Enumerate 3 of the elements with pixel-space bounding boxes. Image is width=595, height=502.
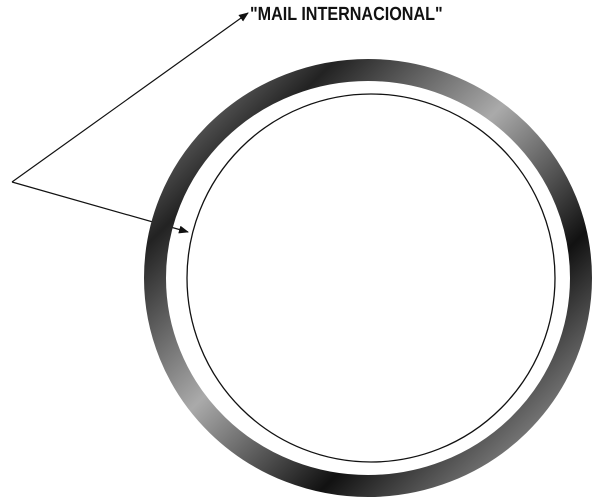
caption-text: "MAIL INTERNACIONAL" — [250, 4, 443, 26]
leader-arrow — [12, 12, 249, 182]
leader-arrow — [12, 181, 189, 234]
